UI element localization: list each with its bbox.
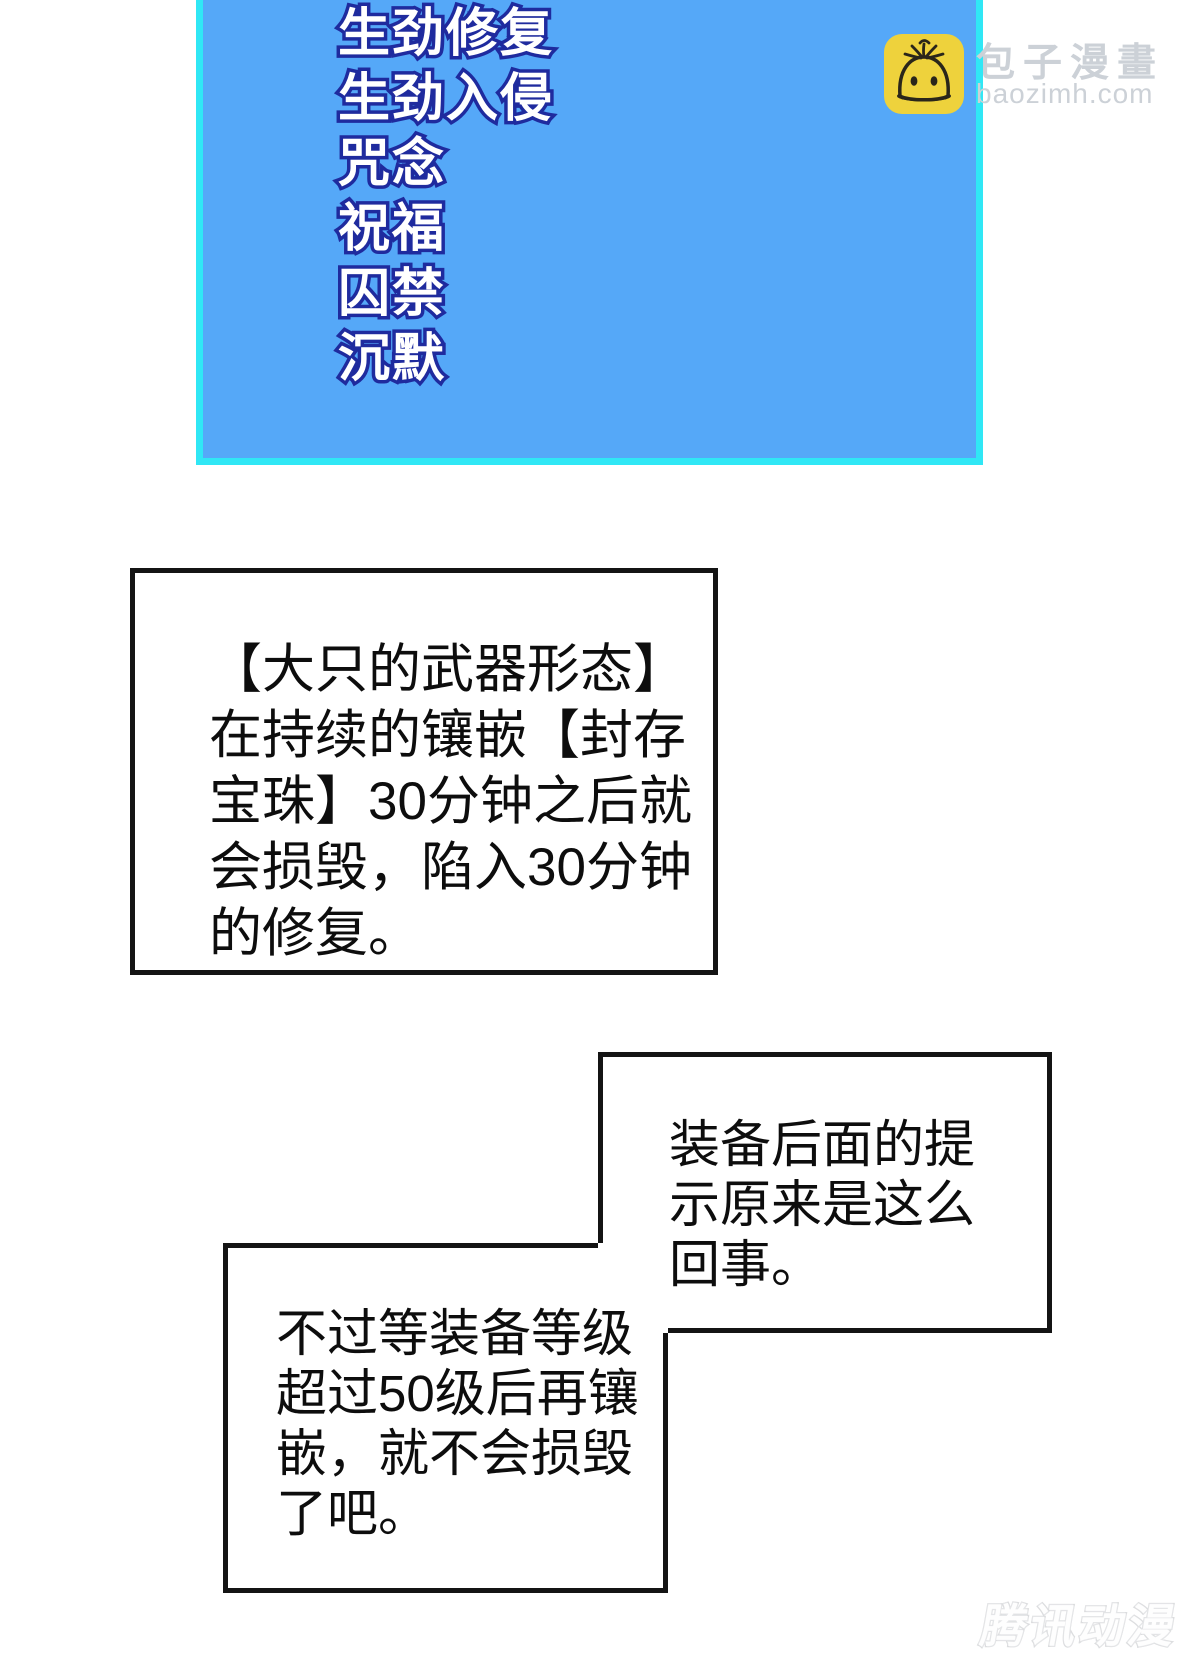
skill-line: 沉默 [334,327,447,392]
speech-line: 装备后面的提 [669,1116,976,1173]
speech-line: 的修复。 [209,904,421,963]
skill-line: 囚禁 [334,262,447,327]
speech-text: 装备后面的提 示原来是这么 回事。 [669,1115,975,1295]
speech-line: 会损毁，陷入30分钟 [209,838,692,897]
skill-line: 生劲修复 [334,2,555,67]
baozi-site-name: 包子漫畫 [976,42,1165,85]
speech-line: 嵌，就不会损毁 [276,1425,634,1482]
skill-line: 咒念 [334,132,447,197]
speech-text: 【大只的武器形态】 在持续的镶嵌【封存 宝珠】30分钟之后就 会损毁，陷入30分… [209,637,692,967]
speech-line: 回事。 [669,1236,823,1293]
speech-box-speculation: 不过等装备等级 超过50级后再镶 嵌，就不会损毁 了吧。 [223,1243,668,1593]
baozi-site-domain: baozimh.com [976,78,1154,109]
box-junction-patch [598,1243,668,1333]
tencent-watermark: 腾讯动漫 [976,1599,1184,1654]
skill-line: 生劲入侵 [334,67,555,132]
skill-list: 生劲修复 生劲入侵 咒念 祝福 囚禁 沉默 [334,2,555,392]
baozi-bun-icon [884,34,964,114]
speech-text: 不过等装备等级 超过50级后再镶 嵌，就不会损毁 了吧。 [276,1304,639,1544]
speech-line: 示原来是这么 [669,1176,976,1233]
speech-box-realization: 装备后面的提 示原来是这么 回事。 [598,1052,1052,1333]
speech-line: 【大只的武器形态】 [209,640,686,699]
speech-line: 了吧。 [276,1485,430,1542]
skill-panel [196,0,983,465]
skill-line: 祝福 [334,197,447,262]
speech-line: 在持续的镶嵌【封存 [209,706,686,765]
speech-line: 不过等装备等级 [276,1305,634,1362]
speech-line: 超过50级后再镶 [276,1365,639,1422]
speech-box-weapon-info: 【大只的武器形态】 在持续的镶嵌【封存 宝珠】30分钟之后就 会损毁，陷入30分… [130,568,718,975]
speech-line: 宝珠】30分钟之后就 [209,772,692,831]
